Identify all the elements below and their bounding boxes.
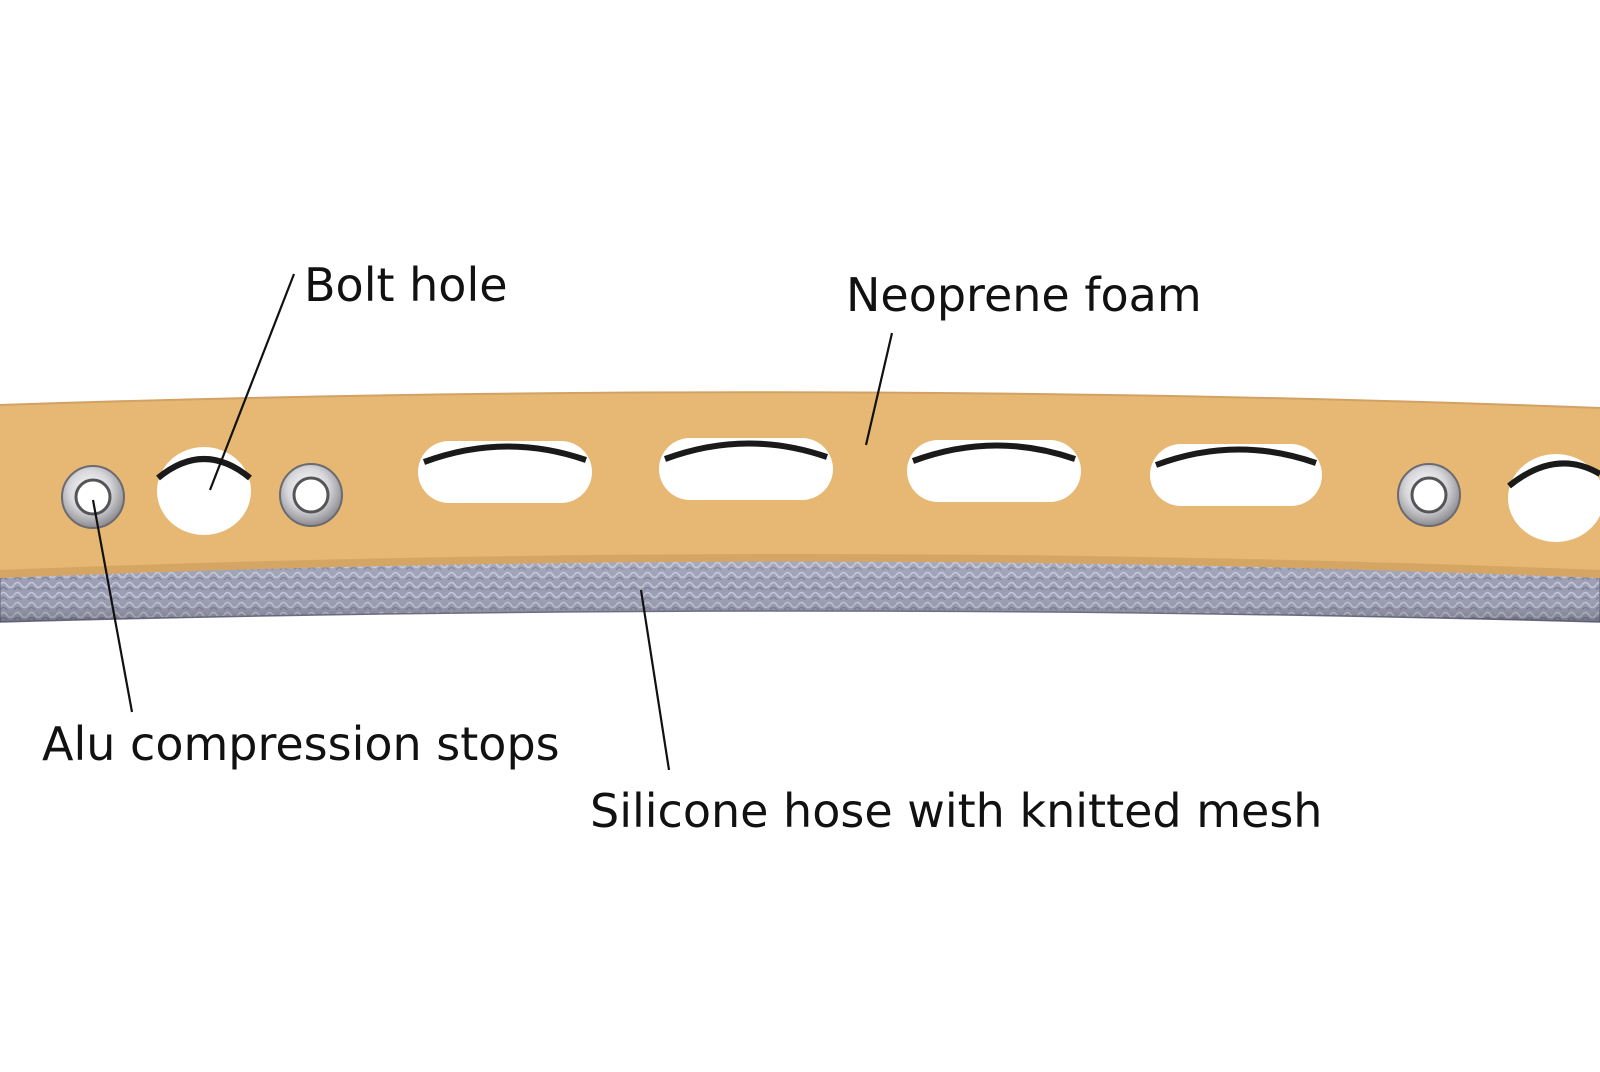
slot-hole bbox=[907, 440, 1081, 502]
bolt-hole bbox=[1508, 454, 1600, 542]
bolt-hole-label: Bolt hole bbox=[304, 258, 508, 312]
slot-hole bbox=[418, 441, 592, 503]
alu-compression-stops bbox=[61, 463, 1461, 529]
leader-line-alu-stops bbox=[91, 499, 134, 713]
neoprene-foam-label: Neoprene foam bbox=[846, 268, 1202, 322]
silicone-hose bbox=[0, 555, 1600, 623]
leader-line-neoprene-foam bbox=[864, 332, 894, 446]
leader-line-bolt-hole bbox=[208, 273, 296, 491]
alu-compression-stops-label: Alu compression stops bbox=[42, 717, 560, 771]
slot-hole bbox=[1150, 444, 1322, 506]
slot-hole bbox=[659, 438, 833, 500]
leader-lines bbox=[91, 273, 894, 771]
alu-stop bbox=[1397, 463, 1461, 527]
bolt-hole bbox=[157, 447, 251, 535]
alu-stop bbox=[61, 465, 125, 529]
bolt-holes bbox=[156, 447, 1600, 542]
silicone-hose-label: Silicone hose with knitted mesh bbox=[590, 784, 1323, 838]
alu-stop bbox=[279, 463, 343, 527]
leader-line-silicone-hose bbox=[639, 589, 671, 771]
slot-holes bbox=[418, 438, 1322, 506]
